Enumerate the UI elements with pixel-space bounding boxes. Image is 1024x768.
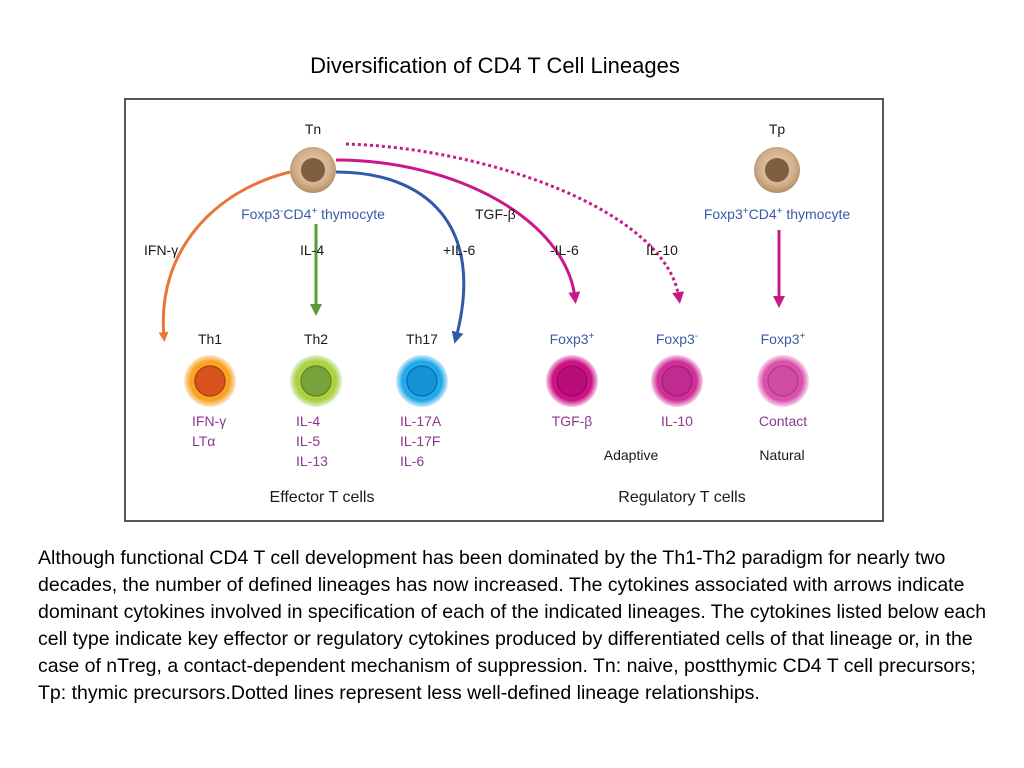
- arrow-label-il4: IL-4: [300, 242, 324, 258]
- tp-cell: [754, 147, 800, 193]
- tp-label: Tp: [769, 121, 786, 137]
- th1-cell: [184, 355, 236, 407]
- effector-group-label: Effector T cells: [270, 489, 375, 506]
- natural-label: Natural: [759, 447, 804, 463]
- foxp3-minus-adaptive-label: Foxp3-: [656, 331, 698, 347]
- foxp3-plus-adaptive-label: Foxp3+: [550, 331, 595, 347]
- tn-description: Foxp3-CD4+ thymocyte: [241, 206, 385, 222]
- tn-cell: [290, 147, 336, 193]
- svg-text:IL-17A: IL-17A: [400, 413, 442, 429]
- th1-cytokines: IFN-γ LTα: [192, 413, 226, 449]
- svg-text:IL-5: IL-5: [296, 433, 320, 449]
- svg-text:IL-6: IL-6: [400, 453, 424, 469]
- foxp3-plus-adaptive-cell: [546, 355, 598, 407]
- tn-label: Tn: [305, 121, 321, 137]
- tp-description: Foxp3+CD4+ thymocyte: [704, 206, 851, 222]
- arrow-label-il6plus: +IL-6: [443, 242, 476, 258]
- arrow-tn-to-th1: [158, 170, 291, 342]
- page-title: Diversification of CD4 T Cell Lineages: [310, 53, 680, 78]
- th1-label: Th1: [198, 331, 222, 347]
- svg-text:LTα: LTα: [192, 433, 215, 449]
- arrow-tn-to-th17: [335, 170, 466, 344]
- th2-cell: [290, 355, 342, 407]
- svg-text:IFN-γ: IFN-γ: [192, 413, 226, 429]
- figure-caption: Although functional CD4 T cell developme…: [38, 547, 987, 704]
- th2-label: Th2: [304, 331, 328, 347]
- foxp3-minus-adaptive-cytokine: IL-10: [661, 413, 693, 429]
- th17-cytokines: IL-17A IL-17F IL-6: [400, 413, 442, 469]
- arrow-label-il10: IL-10: [646, 242, 678, 258]
- arrow-tn-to-foxp3-minus-dotted: [345, 142, 685, 304]
- th2-cytokines: IL-4 IL-5 IL-13: [296, 413, 328, 469]
- arrow-label-tgf: TGF-β: [475, 206, 516, 222]
- arrow-tn-to-foxp3-plus: [335, 158, 581, 304]
- lineage-diagram: Tn Tp Foxp3-CD4+ thymocyte Foxp3+CD4+ th…: [124, 98, 884, 522]
- foxp3-plus-natural-cell: [757, 355, 809, 407]
- arrow-label-il6minus: -IL-6: [550, 242, 579, 258]
- foxp3-plus-adaptive-cytokine: TGF-β: [552, 413, 593, 429]
- foxp3-plus-natural-label: Foxp3+: [761, 331, 806, 347]
- foxp3-plus-natural-mechanism: Contact: [759, 413, 807, 429]
- regulatory-group-label: Regulatory T cells: [618, 489, 745, 506]
- svg-text:IL-13: IL-13: [296, 453, 328, 469]
- svg-text:IL-17F: IL-17F: [400, 433, 440, 449]
- foxp3-minus-adaptive-cell: [651, 355, 703, 407]
- svg-text:IL-4: IL-4: [296, 413, 320, 429]
- lineage-diagram-svg: Tn Tp Foxp3-CD4+ thymocyte Foxp3+CD4+ th…: [144, 121, 851, 506]
- arrow-label-ifn: IFN-γ: [144, 242, 178, 258]
- th17-cell: [396, 355, 448, 407]
- adaptive-label: Adaptive: [604, 447, 659, 463]
- th17-label: Th17: [406, 331, 438, 347]
